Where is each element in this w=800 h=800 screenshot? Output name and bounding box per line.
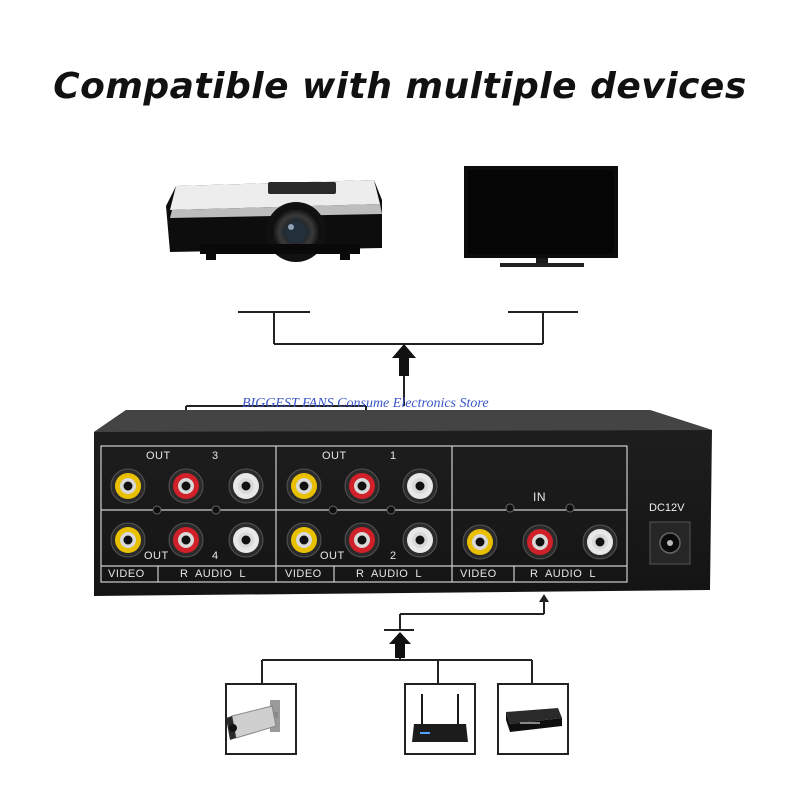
audio-label-1: R AUDIO L	[180, 568, 247, 580]
out-number-4: 4	[212, 550, 219, 562]
dvd-player-icon	[506, 708, 562, 732]
video-jack-out3	[110, 468, 146, 504]
dc-power-jack	[649, 521, 691, 565]
panel-screw	[565, 503, 575, 513]
out-label-1: OUT	[322, 450, 347, 462]
panel-screw	[152, 505, 162, 515]
jack-panel-borders	[100, 445, 628, 583]
video-label-2: VIDEO	[285, 568, 322, 580]
audio-right-jack-out2	[344, 522, 380, 558]
projector-icon	[166, 180, 382, 262]
video-label-1: VIDEO	[108, 568, 145, 580]
audio-right-jack-out1	[344, 468, 380, 504]
panel-screw	[211, 505, 221, 515]
audio-right-jack-in	[522, 524, 558, 560]
panel-screw	[505, 503, 515, 513]
audio-left-jack-out1	[402, 468, 438, 504]
out-label-4: OUT	[144, 550, 169, 562]
video-jack-out2	[286, 522, 322, 558]
panel-screw	[328, 505, 338, 515]
audio-left-jack-out2	[402, 522, 438, 558]
video-label-3: VIDEO	[460, 568, 497, 580]
out-label-3: OUT	[146, 450, 171, 462]
audio-right-jack-out4	[168, 522, 204, 558]
television-icon	[464, 166, 618, 267]
out-label-2: OUT	[320, 550, 345, 562]
page-title: Compatible with multiple devices	[53, 66, 747, 107]
store-watermark: BIGGEST FANS Consume Electronics Store	[242, 396, 489, 411]
out-number-2: 2	[390, 550, 397, 562]
audio-left-jack-out3	[228, 468, 264, 504]
input-connection-lines	[261, 598, 545, 684]
wifi-router-icon	[412, 694, 468, 742]
panel-screw	[386, 505, 396, 515]
in-label: IN	[533, 490, 546, 504]
rca-jacks	[110, 468, 618, 560]
audio-label-2: R AUDIO L	[356, 568, 423, 580]
out-number-1: 1	[390, 450, 397, 462]
up-arrow-icon	[392, 344, 416, 376]
audio-left-jack-out4	[228, 522, 264, 558]
security-camera-icon	[226, 700, 280, 740]
audio-label-3: R AUDIO L	[530, 568, 597, 580]
router-frame	[404, 683, 476, 755]
audio-right-jack-out3	[168, 468, 204, 504]
power-label: DC12V	[649, 502, 685, 514]
audio-left-jack-in	[582, 524, 618, 560]
video-jack-out1	[286, 468, 322, 504]
video-jack-out4	[110, 522, 146, 558]
video-jack-in	[462, 524, 498, 560]
up-arrow-icon	[389, 632, 411, 658]
out-number-3: 3	[212, 450, 219, 462]
